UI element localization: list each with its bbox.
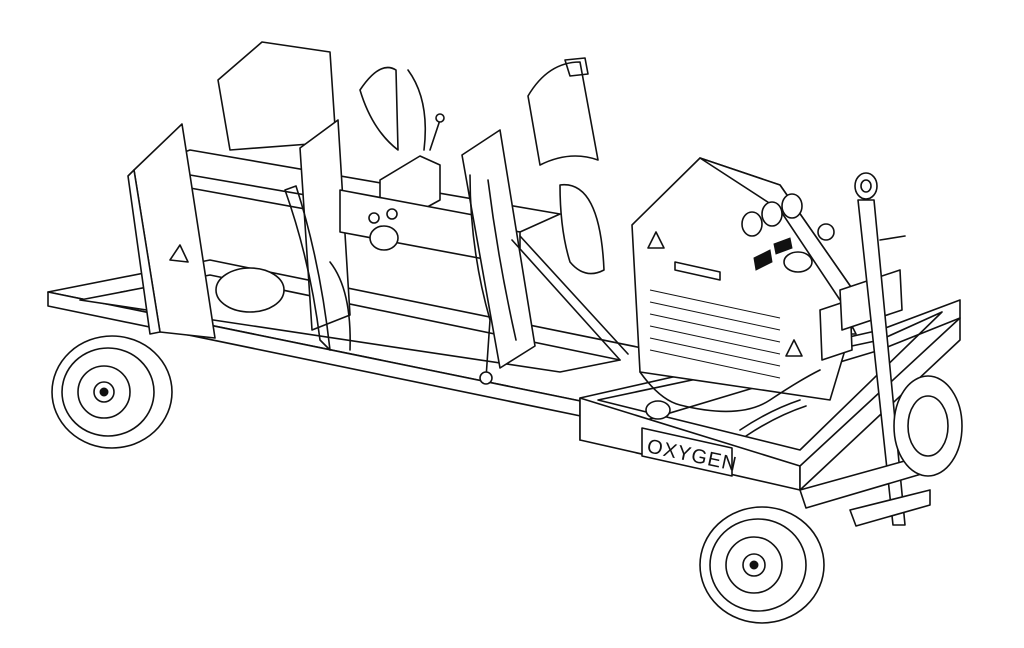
wheel-front-right [699,506,825,624]
vent-grille [649,289,781,379]
towing-handle [854,172,906,526]
bottle-rack [127,41,629,385]
wheel-front-left [51,335,173,449]
gauge-3 [781,193,803,219]
gauge-1 [741,211,763,237]
control-cabinet [631,157,903,437]
control-knob [817,223,835,241]
wheel-back-right [893,375,963,477]
gauge-2 [761,201,783,227]
front-axle [799,453,936,527]
rear-wheel-back [215,267,285,313]
